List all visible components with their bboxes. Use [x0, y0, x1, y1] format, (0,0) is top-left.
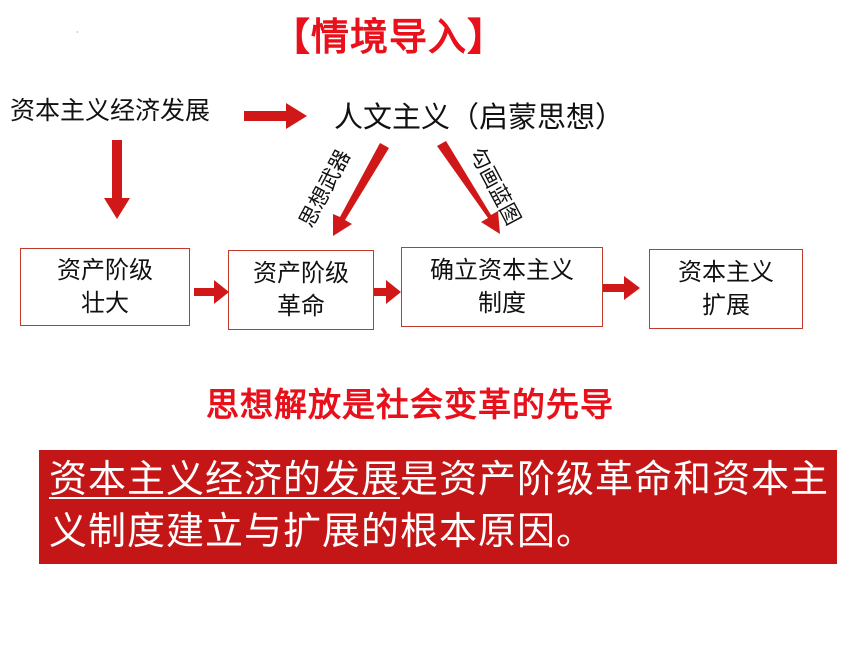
box-line: 确立资本主义 — [430, 256, 574, 284]
conclusion-rest: 是资产阶级革命和资本主义制度建立与扩展的根本原因。 — [49, 457, 830, 553]
box-line: 制度 — [478, 289, 526, 317]
box-line: 资产阶级 — [253, 259, 349, 287]
arrow-origin-to-humanism — [244, 103, 307, 129]
box-bourgeoisie-growth: 资产阶级 壮大 — [20, 248, 190, 326]
slogan-text: 思想解放是社会变革的先导 — [206, 385, 614, 424]
box-line: 资产阶级 — [57, 256, 153, 284]
box-line: 资本主义 — [678, 258, 774, 286]
page-title: 【情境导入】 — [271, 15, 506, 59]
arrow-origin-to-box1 — [104, 140, 130, 219]
arrow-box1-to-box2 — [194, 280, 229, 304]
box-establish-capitalism: 确立资本主义 制度 — [401, 247, 603, 327]
arrow-box2-to-box3 — [366, 280, 401, 304]
humanism-label: 人文主义（启蒙思想） — [334, 100, 625, 134]
conclusion-banner: 资本主义经济的发展是资产阶级革命和资本主义制度建立与扩展的根本原因。 — [39, 450, 837, 564]
arrow-humanism-to-box2 — [333, 143, 389, 236]
box-line: 壮大 — [81, 289, 129, 317]
origin-label: 资本主义经济发展 — [10, 96, 211, 125]
decorative-dot: · — [76, 28, 79, 37]
box-bourgeois-revolution: 资产阶级 革命 — [228, 250, 374, 330]
box-capitalism-expansion: 资本主义 扩展 — [649, 249, 803, 329]
arrow-box3-to-box4 — [600, 276, 640, 300]
box-line: 革命 — [277, 292, 325, 320]
arrow-humanism-to-box3 — [437, 141, 500, 234]
box-line: 扩展 — [702, 291, 750, 319]
conclusion-underlined: 资本主义经济的发展 — [49, 457, 401, 501]
